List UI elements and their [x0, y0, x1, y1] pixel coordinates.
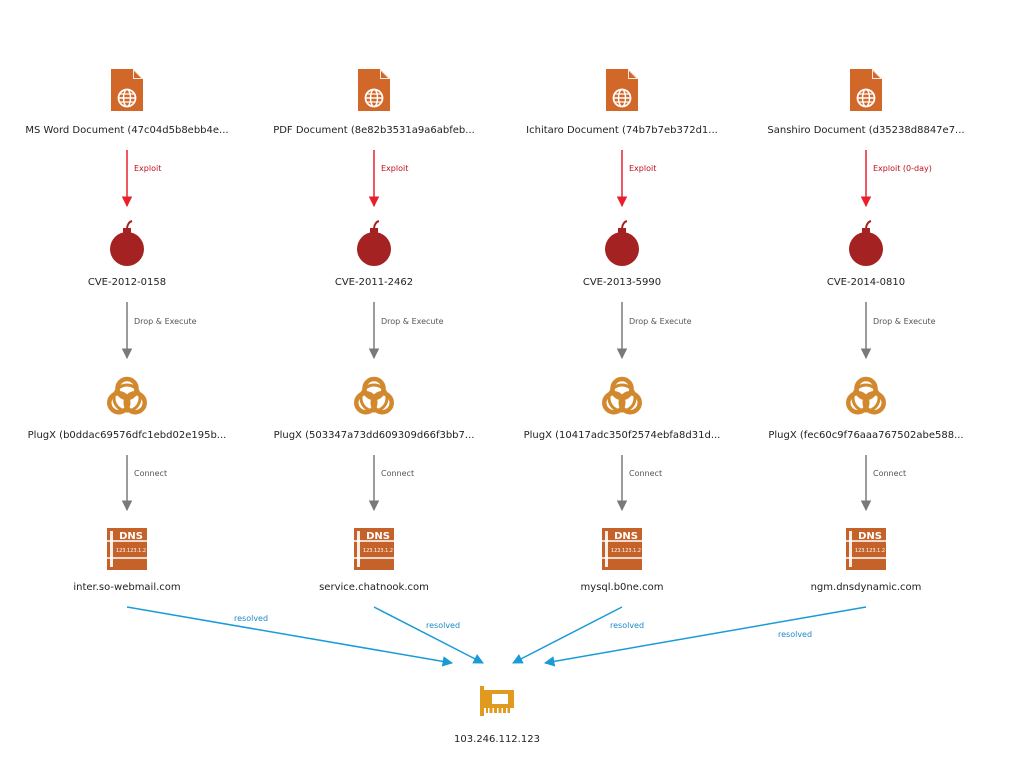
resolved-edge-label: resolved [778, 630, 812, 639]
exploit-edge-label: Exploit [381, 164, 408, 173]
drop-execute-edge-label: Drop & Execute [873, 317, 936, 326]
svg-text:DNS: DNS [614, 531, 638, 542]
svg-text:123.123.1.2: 123.123.1.2 [855, 548, 885, 554]
cve-node[interactable] [605, 220, 639, 266]
document-web-icon [111, 69, 143, 111]
document-web-icon [358, 69, 390, 111]
domain-node[interactable]: DNS 123.123.1.2 [354, 528, 394, 570]
bomb-icon [605, 220, 639, 266]
malware-node[interactable] [602, 376, 642, 415]
resolved-edge-label: resolved [426, 621, 460, 630]
malware-node[interactable] [846, 376, 886, 415]
domain-label: service.chatnook.com [319, 582, 429, 593]
drop-execute-edge-label: Drop & Execute [134, 317, 197, 326]
dns-server-icon: DNS 123.123.1.2 [354, 528, 394, 570]
cve-label: CVE-2013-5990 [583, 277, 661, 288]
domain-node[interactable]: DNS 123.123.1.2 [107, 528, 147, 570]
domain-label: mysql.b0ne.com [581, 582, 664, 593]
domain-label: ngm.dnsdynamic.com [811, 582, 922, 593]
svg-text:123.123.1.2: 123.123.1.2 [611, 548, 641, 554]
bomb-icon [357, 220, 391, 266]
dns-server-icon: DNS 123.123.1.2 [602, 528, 642, 570]
drop-execute-edge-label: Drop & Execute [629, 317, 692, 326]
bomb-icon [849, 220, 883, 266]
malware-label: PlugX (b0ddac69576dfc1ebd02e195b... [28, 430, 227, 441]
dns-server-icon: DNS 123.123.1.2 [107, 528, 147, 570]
svg-text:DNS: DNS [119, 531, 143, 542]
biohazard-icon [846, 376, 886, 415]
document-web-icon [606, 69, 638, 111]
document-node[interactable] [358, 69, 390, 111]
malware-label: PlugX (10417adc350f2574ebfa8d31d... [524, 430, 721, 441]
cve-label: CVE-2014-0810 [827, 277, 905, 288]
document-node[interactable] [850, 69, 882, 111]
cve-node[interactable] [357, 220, 391, 266]
exploit-edge-label: Exploit (0-day) [873, 164, 932, 173]
cve-label: CVE-2011-2462 [335, 277, 413, 288]
domain-node[interactable]: DNS 123.123.1.2 [602, 528, 642, 570]
malware-label: PlugX (fec60c9f76aaa767502abe588... [768, 430, 963, 441]
nodes-layer: MS Word Document (47c04d5b8ebb4e... CVE-2… [25, 69, 965, 745]
cve-label: CVE-2012-0158 [88, 277, 166, 288]
exploit-edge-label: Exploit [629, 164, 656, 173]
exploit-edge-label: Exploit [134, 164, 161, 173]
resolved-edge [512, 606, 623, 664]
domain-node[interactable]: DNS 123.123.1.2 [846, 528, 886, 570]
document-label: MS Word Document (47c04d5b8ebb4e... [25, 125, 228, 136]
biohazard-icon [602, 376, 642, 415]
svg-text:DNS: DNS [858, 531, 882, 542]
cve-node[interactable] [849, 220, 883, 266]
bomb-icon [110, 220, 144, 266]
svg-text:DNS: DNS [366, 531, 390, 542]
drop-execute-edge-label: Drop & Execute [381, 317, 444, 326]
resolved-edge-label: resolved [610, 621, 644, 630]
svg-text:123.123.1.2: 123.123.1.2 [363, 548, 393, 554]
biohazard-icon [354, 376, 394, 415]
connect-edge-label: Connect [873, 469, 906, 478]
document-node[interactable] [111, 69, 143, 111]
resolved-edge-label: resolved [234, 614, 268, 623]
svg-text:123.123.1.2: 123.123.1.2 [116, 548, 146, 554]
ip-node[interactable] [480, 686, 514, 716]
document-label: Ichitaro Document (74b7b7eb372d1... [526, 125, 718, 136]
document-label: Sanshiro Document (d35238d8847e7... [767, 125, 964, 136]
connect-edge-label: Connect [629, 469, 662, 478]
biohazard-icon [107, 376, 147, 415]
ip-label: 103.246.112.123 [454, 734, 540, 745]
malware-node[interactable] [107, 376, 147, 415]
cve-node[interactable] [110, 220, 144, 266]
connect-edge-label: Connect [381, 469, 414, 478]
resolved-edge [543, 606, 867, 667]
document-node[interactable] [606, 69, 638, 111]
document-label: PDF Document (8e82b3531a9a6abfeb... [273, 125, 475, 136]
network-card-icon [480, 686, 514, 716]
resolved-edge [126, 606, 454, 667]
malware-label: PlugX (503347a73dd609309d66f3bb7... [274, 430, 475, 441]
document-web-icon [850, 69, 882, 111]
domain-label: inter.so-webmail.com [73, 582, 180, 593]
connect-edge-label: Connect [134, 469, 167, 478]
malware-node[interactable] [354, 376, 394, 415]
dns-server-icon: DNS 123.123.1.2 [846, 528, 886, 570]
resolved-edge [373, 606, 484, 664]
